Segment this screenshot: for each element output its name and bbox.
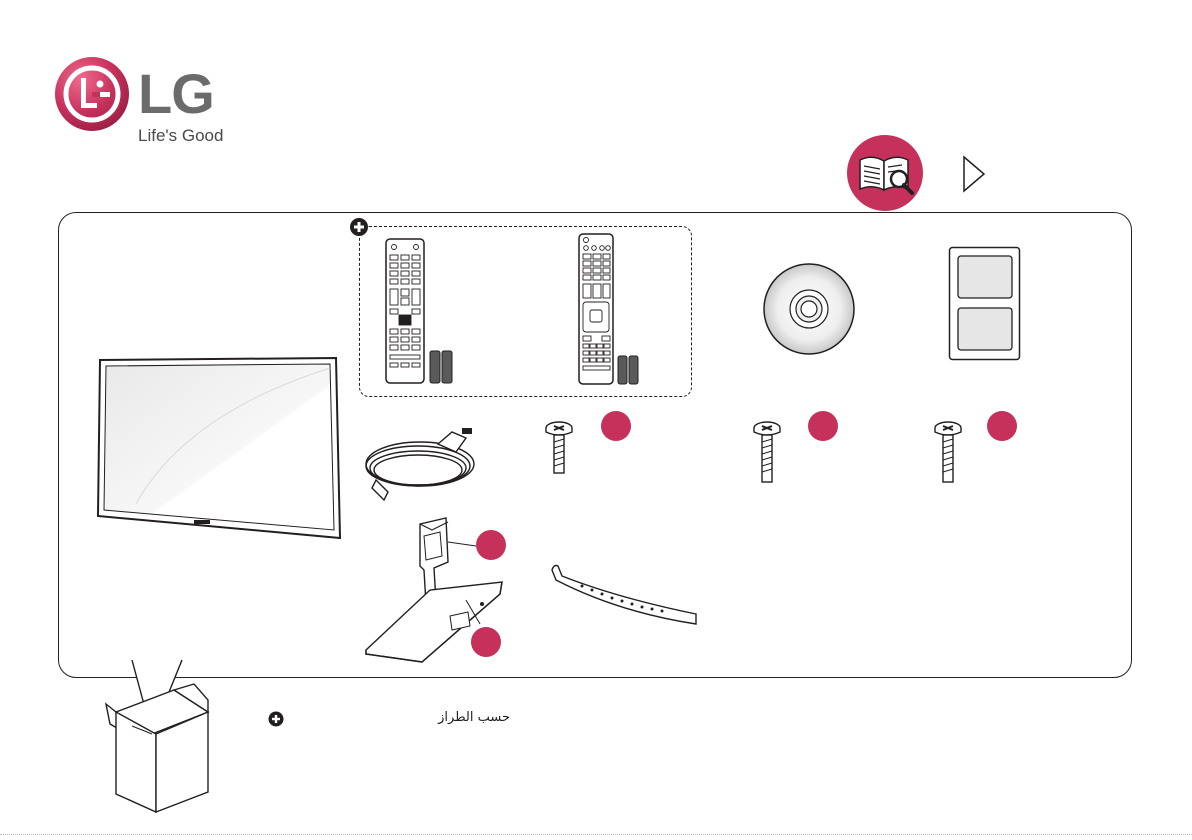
bottom-divider bbox=[0, 834, 1192, 835]
stand-base-badge bbox=[471, 627, 501, 657]
lg-logo: LG Life's Good bbox=[54, 56, 244, 146]
model-note: حسب الطراز bbox=[420, 710, 510, 725]
plus-circle-icon bbox=[268, 711, 284, 727]
screw-icon bbox=[933, 420, 963, 484]
lg-face-icon bbox=[54, 56, 130, 132]
triangle-right-icon[interactable] bbox=[962, 155, 986, 193]
lg-tagline: Life's Good bbox=[138, 126, 223, 146]
screw-count-badge bbox=[808, 411, 838, 441]
tv-icon bbox=[96, 354, 344, 546]
book-magnifier-icon bbox=[846, 134, 924, 212]
plus-circle-icon bbox=[349, 217, 369, 237]
open-box-icon bbox=[104, 654, 216, 816]
card-icon bbox=[948, 246, 1022, 362]
screw-count-badge bbox=[601, 411, 631, 441]
stand-body-badge bbox=[476, 530, 506, 560]
lg-wordmark: LG bbox=[138, 66, 214, 122]
remote-control-icon bbox=[384, 237, 456, 385]
cable-holder-icon bbox=[548, 562, 700, 628]
screw-icon bbox=[544, 420, 574, 476]
remote-control-icon bbox=[577, 232, 643, 386]
cd-icon bbox=[762, 262, 856, 356]
screw-count-badge bbox=[987, 411, 1017, 441]
power-cord-icon bbox=[362, 422, 490, 504]
screw-icon bbox=[752, 420, 782, 484]
